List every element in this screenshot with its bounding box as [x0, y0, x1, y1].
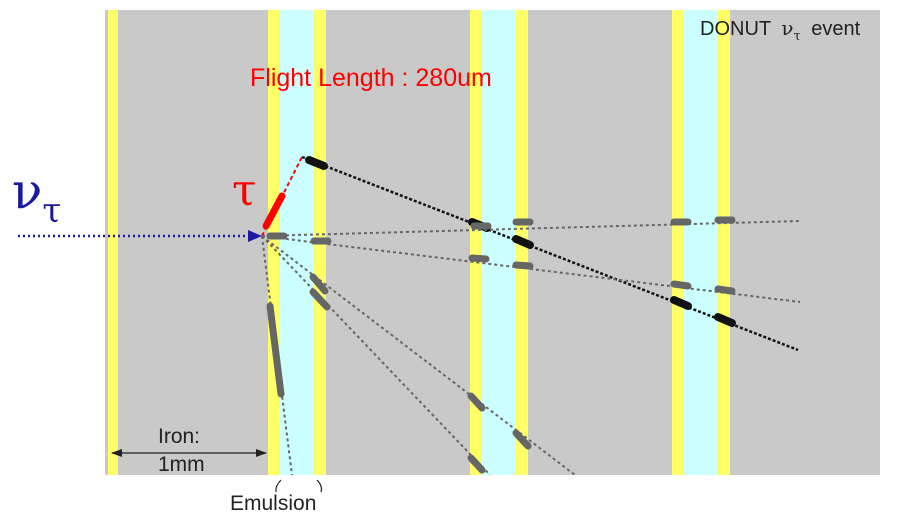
emulsion-edge [718, 10, 730, 475]
emulsion-core [684, 10, 718, 475]
tau-label: τ [232, 165, 256, 216]
tau-track [261, 156, 303, 237]
emulsion-planes [108, 10, 730, 475]
iron-width-label: 1mm [158, 453, 205, 476]
neutrino-arrowhead [248, 230, 262, 242]
diagram-labels: DONUT ντ event Flight Length : 280um τ ν… [12, 16, 861, 515]
track-segment [670, 296, 692, 310]
track-segment [305, 156, 328, 170]
track-segment [309, 273, 329, 295]
secondary-segments [266, 216, 736, 474]
track-segment [670, 280, 692, 290]
track-segment [468, 254, 490, 263]
track-segment [714, 285, 736, 295]
emulsion-core [482, 10, 516, 475]
emulsion-label: Emulsion [230, 492, 316, 515]
track-segment [467, 392, 486, 412]
emulsion-edge [672, 10, 684, 475]
emulsion-edge-left-1 [108, 10, 118, 475]
track-segment [309, 288, 331, 311]
flight-length-label: Flight Length : 280um [250, 64, 492, 92]
event-title: DONUT ντ event [700, 16, 861, 45]
emulsion-callout [275, 479, 323, 493]
track-segment [512, 429, 532, 450]
iron-label: Iron: [158, 425, 200, 448]
emulsion-edge [470, 10, 482, 475]
track-segment [512, 261, 534, 270]
track-segment [266, 302, 285, 398]
track-segment [467, 454, 486, 474]
track-segment [714, 313, 736, 327]
emulsion-core [280, 10, 314, 475]
neutrino-track [18, 230, 262, 242]
track-segment [512, 235, 534, 249]
tau-segment [262, 192, 286, 230]
neutrino-label: ντ [12, 162, 61, 231]
iron-dimension [111, 449, 267, 457]
